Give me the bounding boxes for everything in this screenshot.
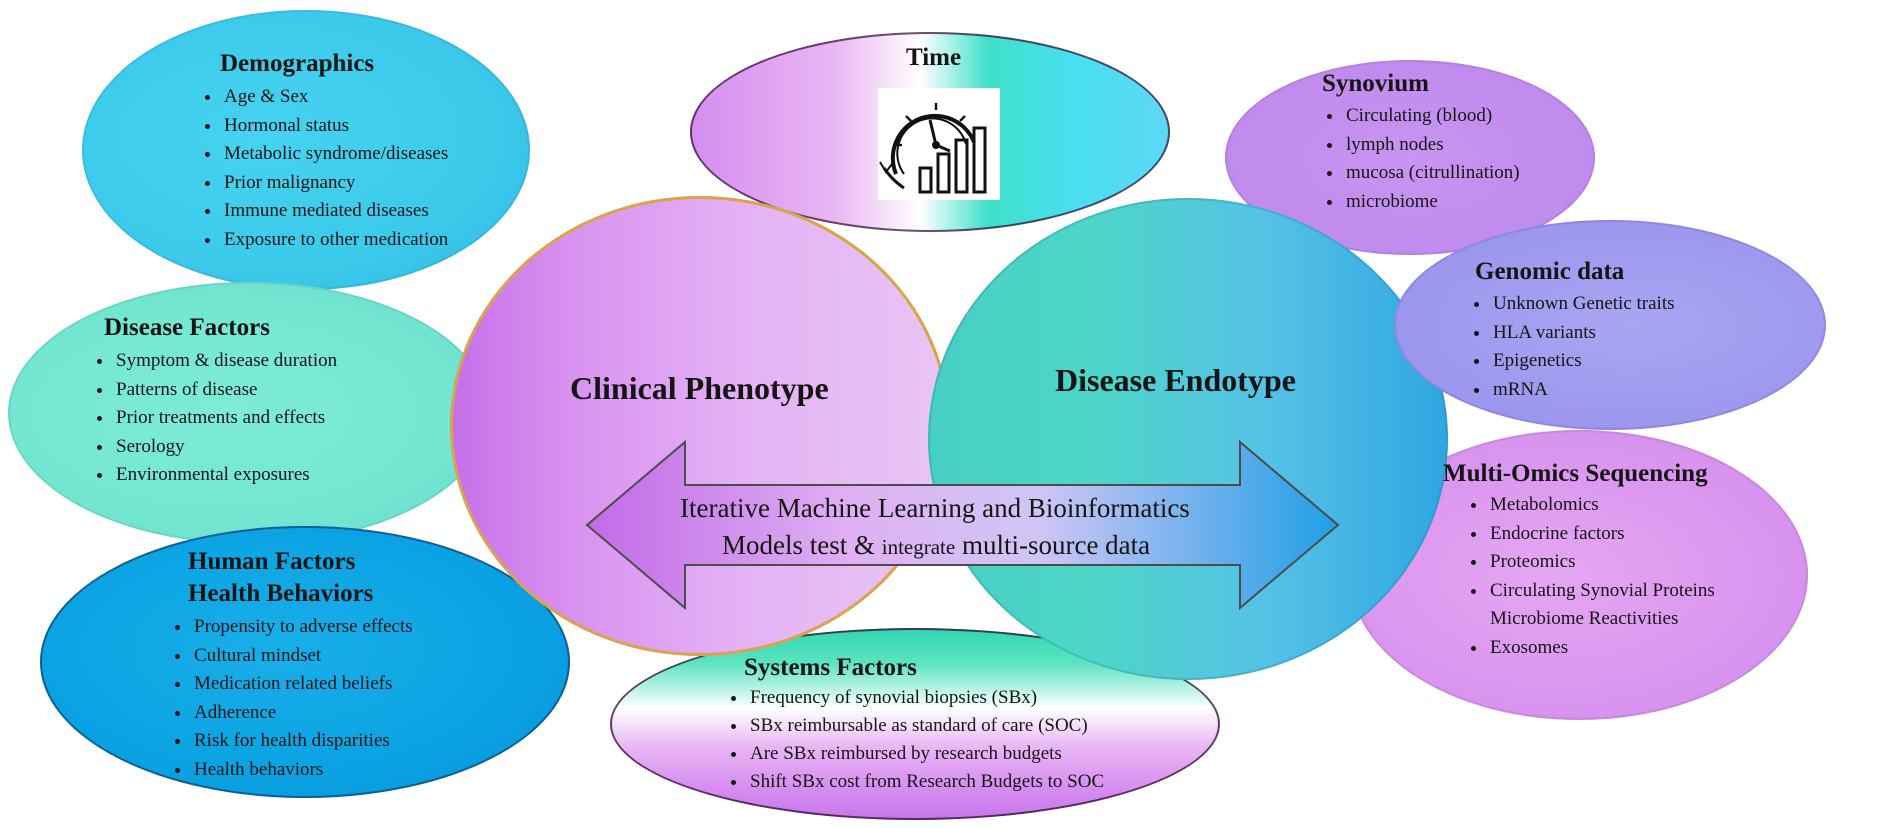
disease-endotype-title: Disease Endotype	[1055, 362, 1296, 398]
multi-omics-title: Multi-Omics Sequencing	[1443, 460, 1708, 487]
disease-endotype-circle	[928, 198, 1448, 680]
list-item: Frequency of synovial biopsies (SBx)	[748, 684, 1104, 712]
list-item: Hormonal status	[222, 112, 448, 141]
systems-factors-title: Systems Factors	[744, 654, 917, 681]
multi-omics-list: Metabolomics Endocrine factors Proteomic…	[1466, 491, 1715, 662]
demographics-list: Age & Sex Hormonal status Metabolic synd…	[200, 83, 448, 254]
demographics-title: Demographics	[220, 50, 375, 77]
list-item: Adherence	[192, 699, 413, 728]
human-factors-ellipse	[40, 526, 570, 798]
list-item: Circulating Synovial ProteinsMicrobiome …	[1488, 577, 1715, 634]
clinical-phenotype-title: Clinical Phenotype	[570, 370, 829, 406]
list-item: Unknown Genetic traits	[1491, 290, 1675, 319]
list-item: SBx reimbursable as standard of care (SO…	[748, 712, 1104, 740]
list-item: Medication related beliefs	[192, 670, 413, 699]
disease-factors-list: Symptom & disease duration Patterns of d…	[92, 347, 337, 490]
list-item: Metabolomics	[1488, 491, 1715, 520]
list-item: Proteomics	[1488, 548, 1715, 577]
demographics-ellipse	[82, 10, 530, 290]
synovium-list: Circulating (blood) lymph nodes mucosa (…	[1322, 102, 1520, 216]
list-item: Serology	[114, 433, 337, 462]
list-item: Age & Sex	[222, 83, 448, 112]
list-item: Symptom & disease duration	[114, 347, 337, 376]
list-item: Patterns of disease	[114, 376, 337, 405]
list-item: Propensity to adverse effects	[192, 613, 413, 642]
list-item: mRNA	[1491, 376, 1675, 405]
list-item: Exosomes	[1488, 634, 1715, 663]
disease-factors-title: Disease Factors	[104, 314, 270, 341]
list-item: Circulating (blood)	[1344, 102, 1520, 131]
genomic-data-list: Unknown Genetic traits HLA variants Epig…	[1469, 290, 1675, 404]
list-item: mucosa (citrullination)	[1344, 159, 1520, 188]
list-item: Epigenetics	[1491, 347, 1675, 376]
clinical-phenotype-circle	[450, 196, 950, 656]
disease-factors-ellipse	[8, 282, 490, 544]
list-item: Endocrine factors	[1488, 520, 1715, 549]
synovium-title: Synovium	[1322, 70, 1429, 97]
list-item: Prior malignancy	[222, 169, 448, 198]
list-item: Metabolic syndrome/diseases	[222, 140, 448, 169]
list-item: HLA variants	[1491, 319, 1675, 348]
human-factors-title: Human Factors	[188, 548, 356, 575]
genomic-data-ellipse	[1394, 220, 1826, 430]
genomic-data-title: Genomic data	[1475, 258, 1625, 285]
systems-factors-list: Frequency of synovial biopsies (SBx) SBx…	[726, 684, 1104, 796]
list-item: Environmental exposures	[114, 461, 337, 490]
list-item: Risk for health disparities	[192, 727, 413, 756]
double-headed-arrow	[585, 440, 1340, 610]
list-item: lymph nodes	[1344, 131, 1520, 160]
list-item: microbiome	[1344, 188, 1520, 217]
list-item: Immune mediated diseases	[222, 197, 448, 226]
arrow-text-line1: Iterative Machine Learning and Bioinform…	[680, 493, 1190, 523]
list-item: Health behaviors	[192, 756, 413, 785]
list-item: Prior treatments and effects	[114, 404, 337, 433]
list-item: Exposure to other medication	[222, 226, 448, 255]
arrow-text-line2: Models test & integrate multi-source dat…	[722, 530, 1151, 560]
clock-with-bar-chart-icon	[878, 88, 1000, 200]
time-title: Time	[906, 44, 962, 71]
health-behaviors-title: Health Behaviors	[188, 580, 374, 607]
human-factors-list: Propensity to adverse effects Cultural m…	[170, 613, 413, 784]
list-item: Are SBx reimbursed by research budgets	[748, 740, 1104, 768]
list-item: Shift SBx cost from Research Budgets to …	[748, 768, 1104, 796]
list-item: Cultural mindset	[192, 642, 413, 671]
